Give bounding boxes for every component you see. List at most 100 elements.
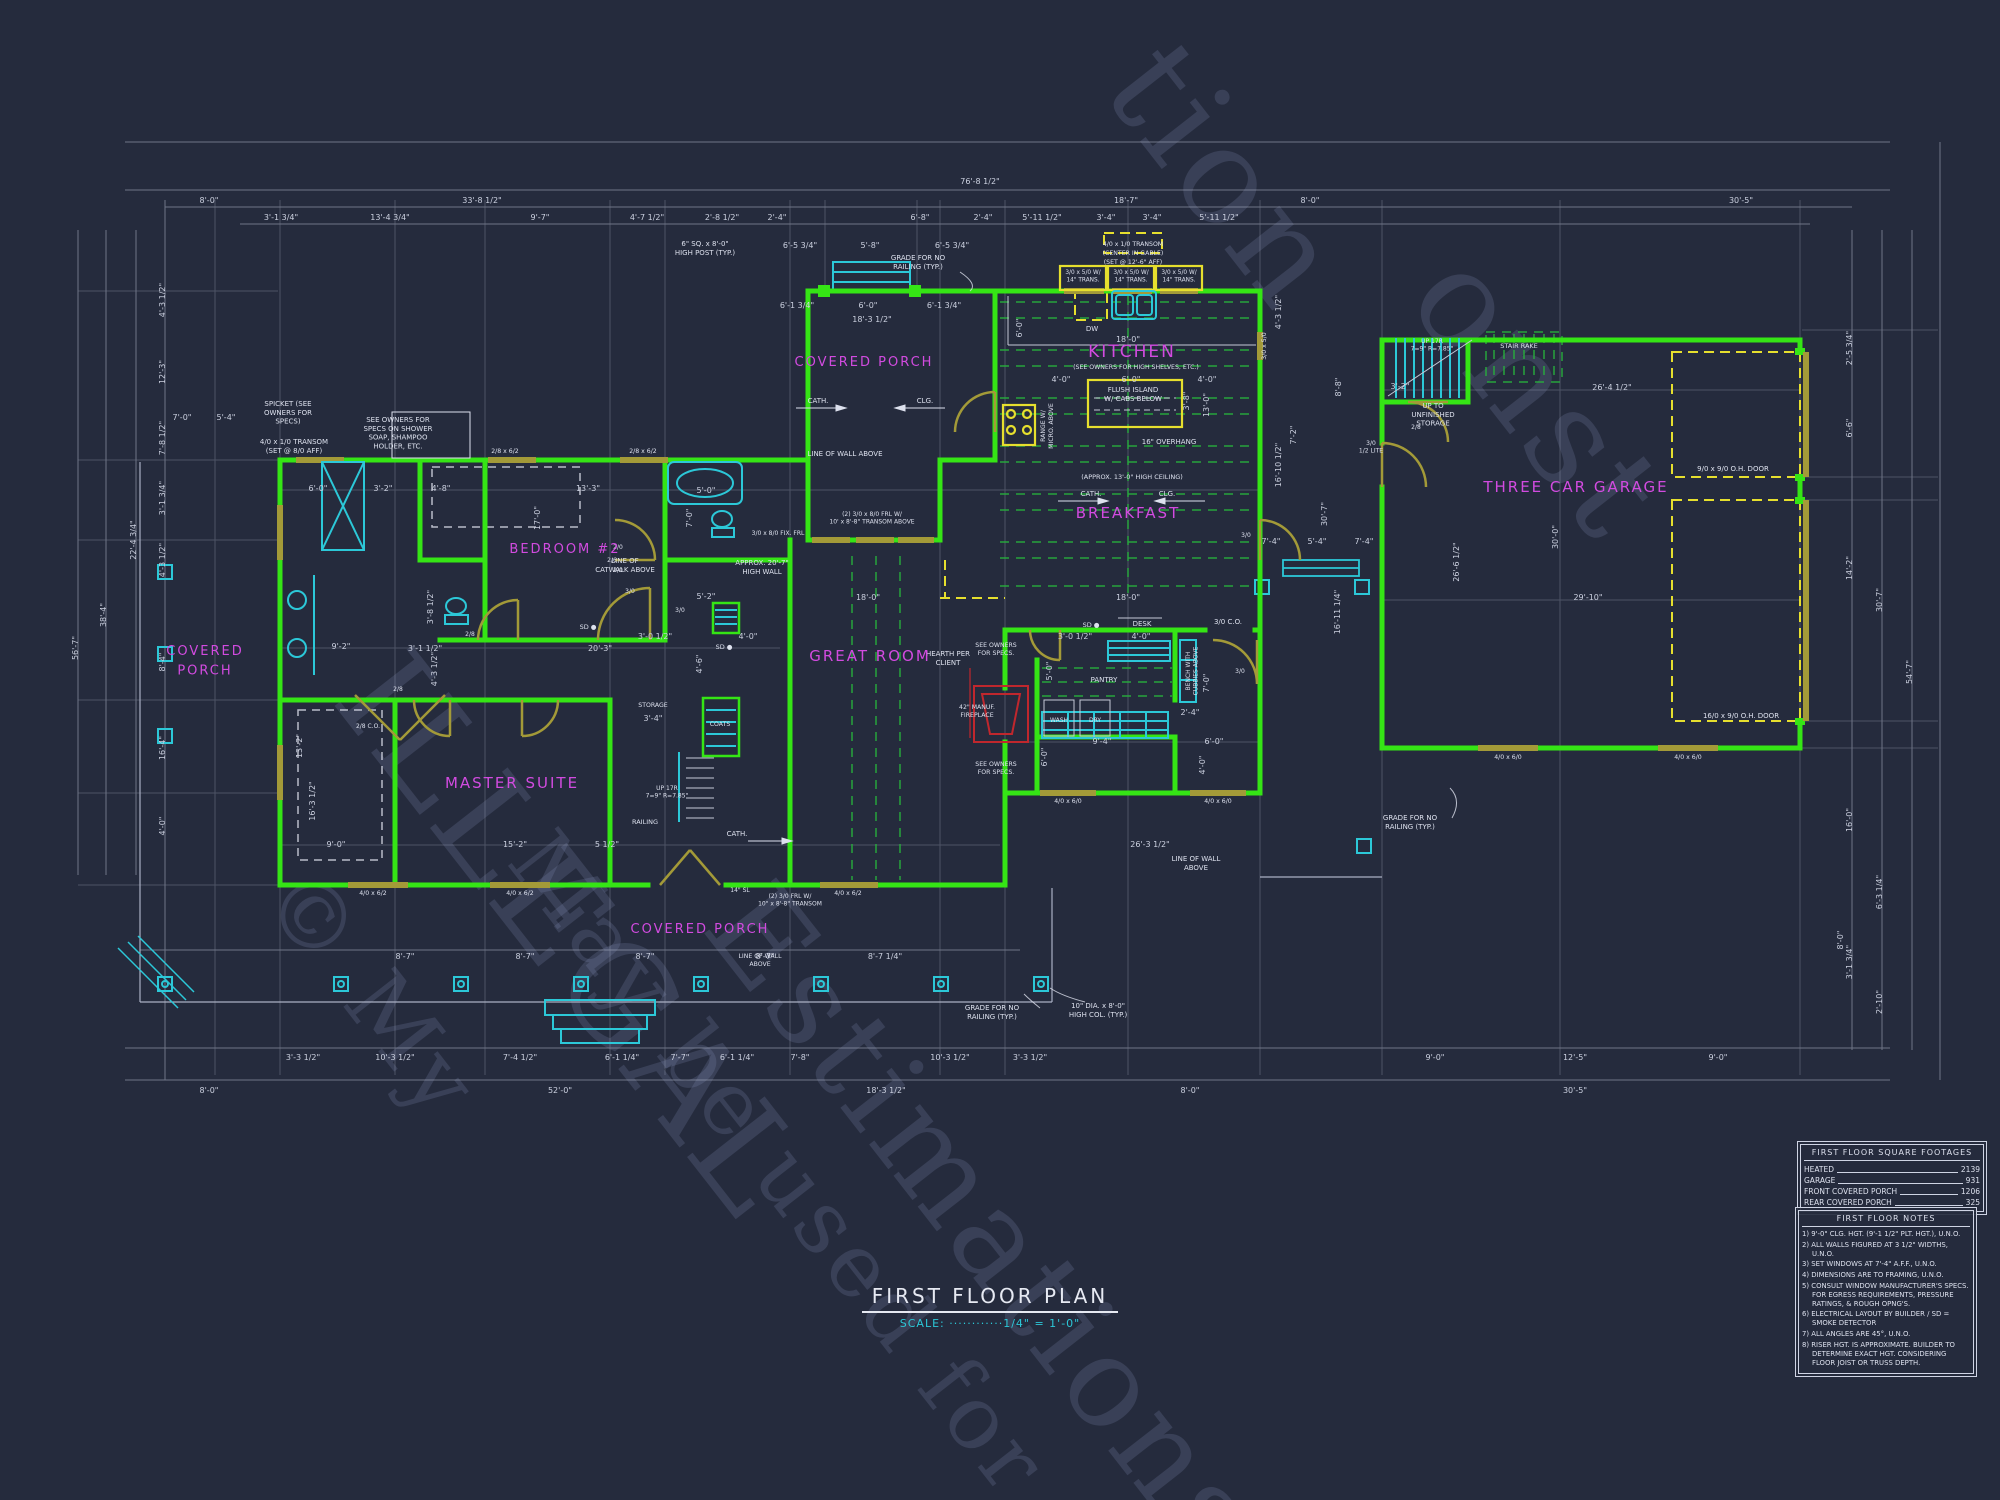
pantry-shelves [1107,640,1171,662]
door-jamb [1795,718,1805,725]
dimension-label: 8'-7" [516,952,535,961]
annotation-label: CLG. [917,397,933,405]
notes-table-title: FIRST FLOOR NOTES [1802,1212,1970,1227]
dimension-label: 8'-4" [158,653,167,672]
annotation-label: 4/0 x 6/2 [359,890,387,897]
annotation-label: 4/0 x 6/0 [1494,754,1522,761]
annotation-label: RAILING [632,818,658,826]
dimension-label: 18'-7" [1114,196,1138,205]
footage-value: 931 [1965,1176,1980,1185]
notes-table-body: 1) 9'-0" CLG. HGT. (9'-1 1/2" PLT. HGT.)… [1802,1230,1970,1368]
window-box [1058,264,1108,292]
annotation-label: (2) 3/0 FRL W/10" x 8'-8" TRANSOM [758,893,822,908]
dimension-label: 9'-0" [327,840,346,849]
dimension-label: 6'-0" [309,484,328,493]
dryer [1079,699,1111,737]
annotation-label: 3/0 x 5/0 [1261,332,1268,360]
annotation-label: PANTRY [1091,676,1118,684]
dimension-label: 3'-0 1/2" [638,632,672,641]
dimension-label: 7'-2" [1289,426,1298,445]
dimension-label: 7'-8" [791,1053,810,1062]
dimension-label: 2'-4" [768,213,787,222]
dimension-label: 8'-0" [1301,196,1320,205]
dimension-label: 26'-4 1/2" [1592,383,1631,392]
annotation-label: RANGE W/MICRO. ABOVE [1040,403,1055,449]
dimension-label: 26'-6 1/2" [1452,542,1461,581]
stair-rake-dashes [1493,334,1555,380]
room-label: COVERED PORCH [631,922,770,937]
dimension-label: 7'-0" [173,413,192,422]
room-label: COVERED PORCH [795,355,934,370]
dimension-label: 7'-7" [671,1053,690,1062]
dimension-label: 3'-3 1/2" [1013,1053,1047,1062]
dimension-label: 3'-0 1/2" [1058,632,1092,641]
dimension-label: 13'-3" [576,484,600,493]
annotation-label: CLG. [1159,490,1175,498]
dimension-label: 30'-7" [1320,502,1329,526]
dimension-label: 2'-4" [1181,708,1200,717]
dimension-label: 3'-2" [374,484,393,493]
dimension-label: 4'-3 1/2" [158,283,167,317]
garage-stairs [1395,338,1460,398]
annotation-label: 42" MANUF.FIREPLACE [959,704,995,719]
annotation-label: 4/0 x 6/0 [1674,754,1702,761]
floor-note: 8) RISER HGT. IS APPROXIMATE. BUILDER TO… [1802,1340,1955,1367]
footage-value: 325 [1965,1198,1980,1207]
transom-box [1103,232,1163,254]
dimension-label: 4'-0" [1198,375,1217,384]
dimension-label: 13'-2" [295,734,304,758]
dimension-label: 6'-1 1/4" [720,1053,754,1062]
annotation-label: 4/0 x 6/0 [1054,798,1082,805]
dimension-label: 52'-0" [548,1086,572,1095]
island-dash [1094,397,1176,411]
walls [277,285,1263,888]
annotation-label: 3/0 x 5/0 W/14" TRANS. [1161,270,1196,283]
porch-perimeter [139,462,1382,1003]
dimension-label: 76'-8 1/2" [960,177,999,186]
dimension-label: 29'-10" [1573,593,1602,602]
dimension-label: 4'-8" [432,484,451,493]
dimension-label: 4'-0" [1198,756,1207,775]
window-sills [277,288,1809,888]
dimension-label: 7'-4" [1262,537,1281,546]
annotation-label: SD ● [580,623,597,631]
dimension-label: 14'-2" [1845,556,1854,580]
dimension-label: 10'-3 1/2" [375,1053,414,1062]
dimension-label: 3'-2" [1391,382,1410,391]
dimension-label: 7'-8 1/2" [158,421,167,455]
footage-leader [1894,1205,1963,1206]
dimension-label: 18'-0" [856,593,880,602]
footage-leader [1900,1194,1958,1195]
dimension-label: 16'-3 1/2" [308,781,317,820]
annotation-label: 16/0 x 9/0 O.H. DOOR [1703,712,1779,720]
dimension-label: 6'-5 3/4" [935,241,969,250]
fireplace [969,668,1029,743]
dimension-label: 8'-7" [396,952,415,961]
dimension-label: 2'-8 1/2" [705,213,739,222]
dimension-labels-layer: 76'-8 1/2"8'-0"33'-8 1/2"18'-7"8'-0"30'-… [71,177,1914,1095]
annotation-label: 3/0 C.O. [1214,618,1242,626]
dimension-label: 12'-3" [158,360,167,384]
dimension-label: 10'-3 1/2" [930,1053,969,1062]
footage-label: REAR COVERED PORCH [1804,1198,1892,1207]
dimension-label: 9'-0" [1426,1053,1445,1062]
shower [321,461,365,551]
dimension-label: 5'-4" [1308,537,1327,546]
footage-value: 2139 [1960,1165,1980,1174]
annotation-label: CATH. [727,830,748,838]
dimension-label: 4'-0" [1132,632,1151,641]
annotation-label: 3/0 x 5/0 W/14" TRANS. [1065,270,1100,283]
annotation-label: 2/0 [613,567,623,574]
garage-door-16-0 [1671,499,1801,722]
dimension-label: 4'-0" [158,817,167,836]
annotation-label: SD ● [1083,621,1100,629]
